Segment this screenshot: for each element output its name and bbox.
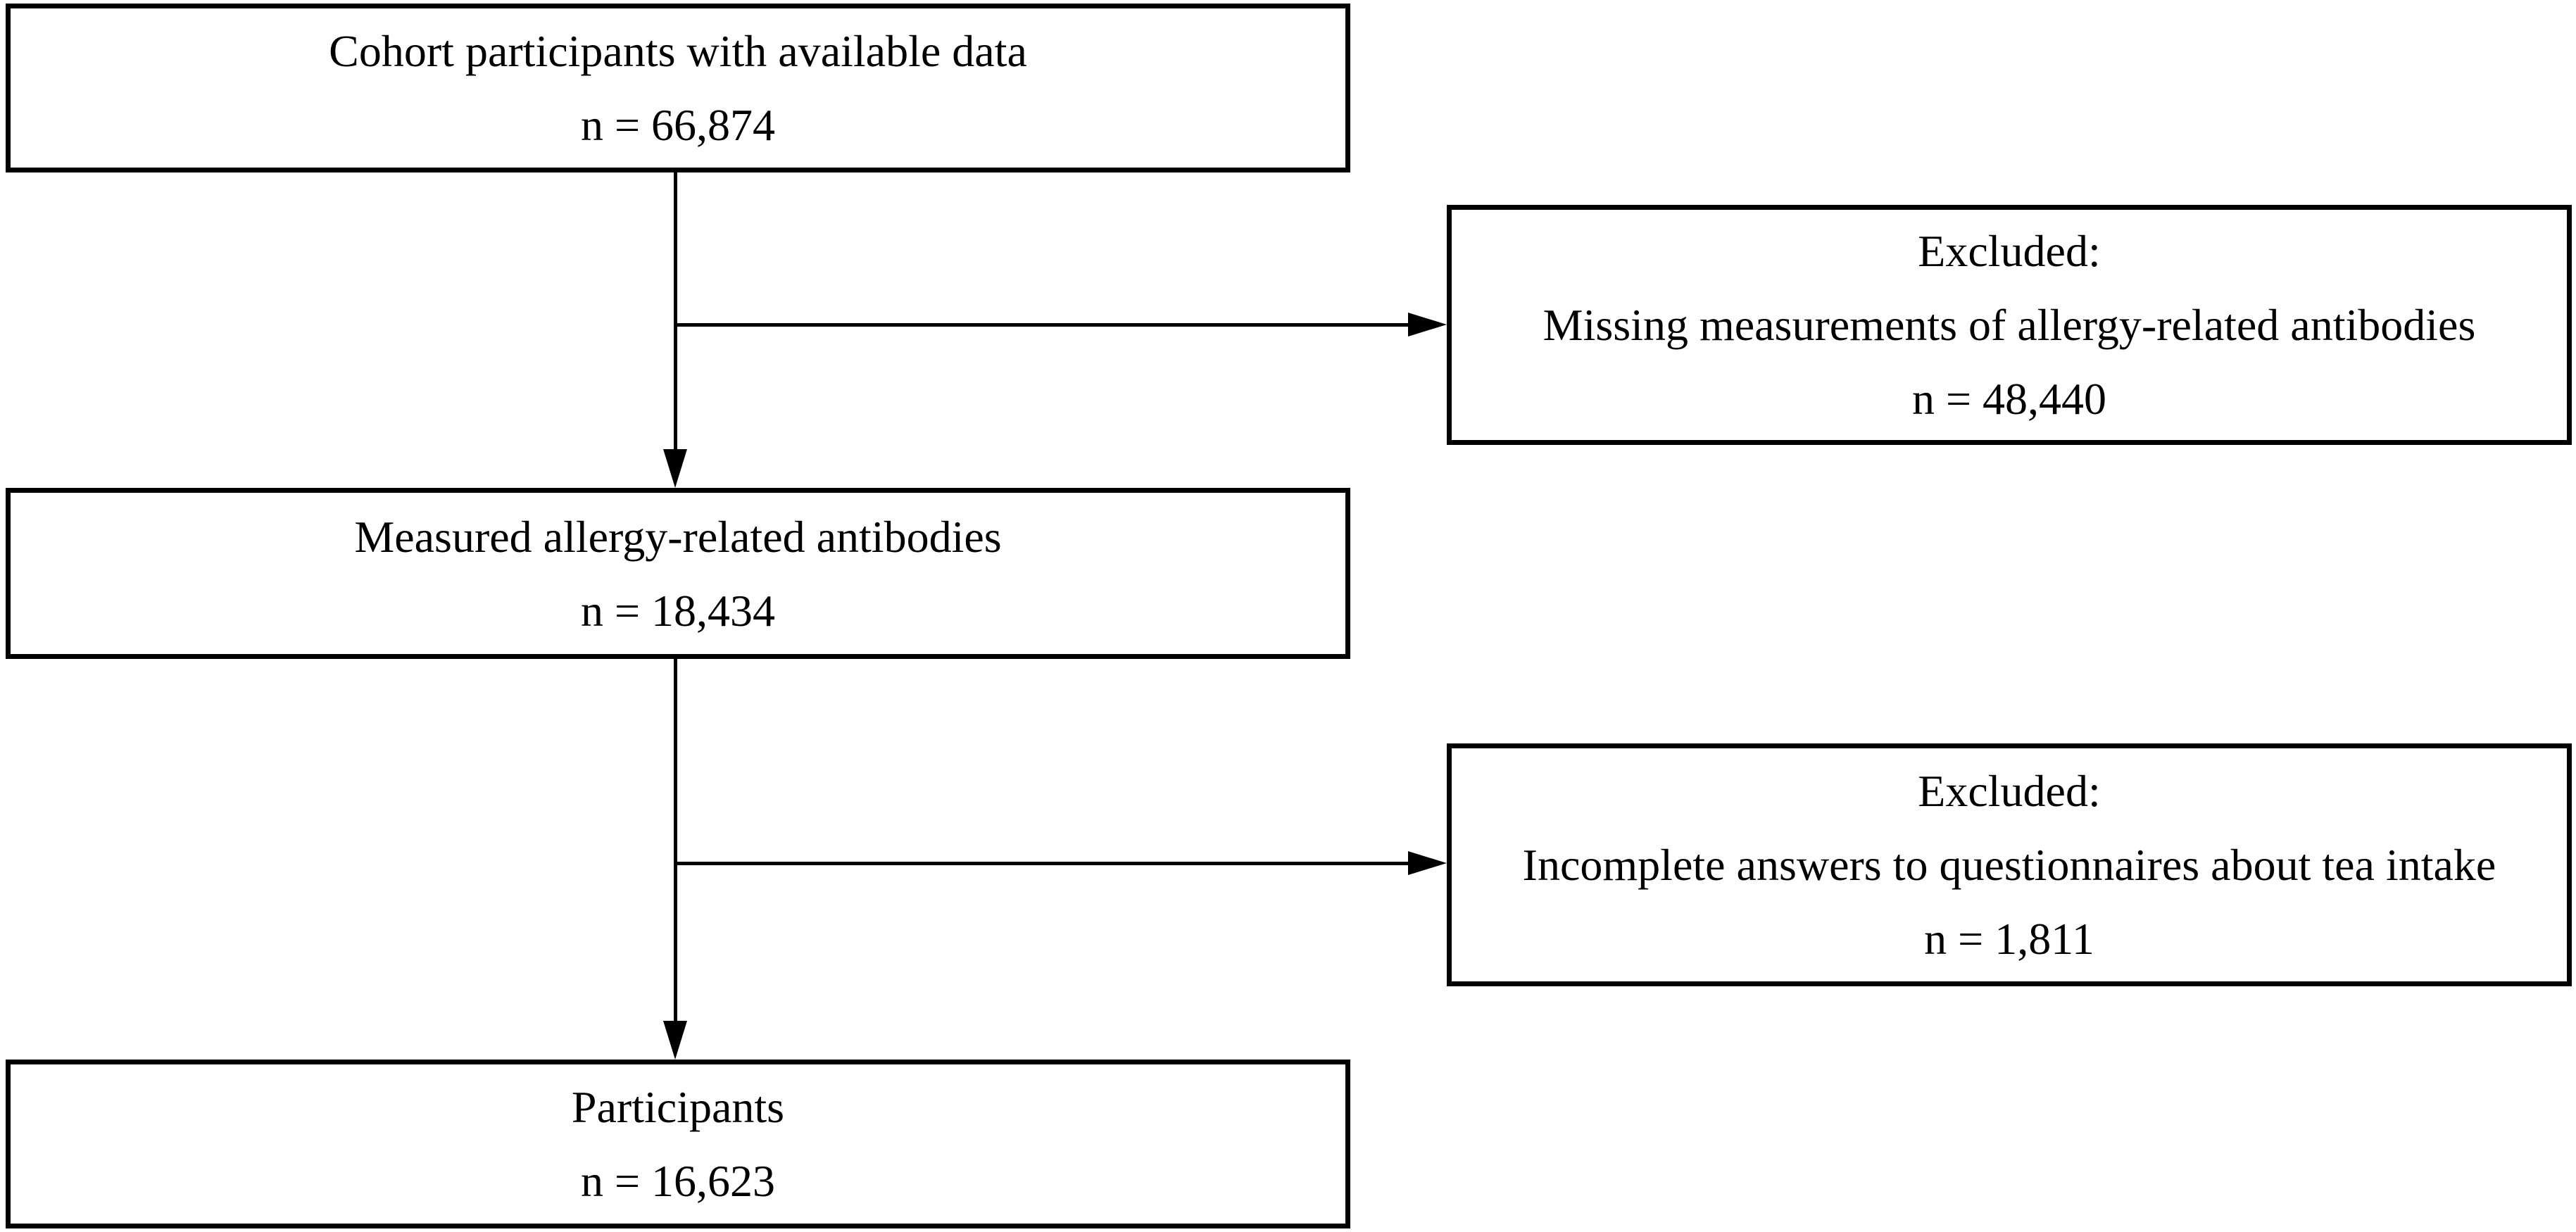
excluded-box-2-reason: Incomplete answers to questionnaires abo… — [1522, 840, 2496, 890]
cohort-box: Cohort participants with available data … — [6, 4, 1350, 172]
measured-box-count: n = 18,434 — [580, 585, 776, 636]
arrowhead-down-icon — [663, 449, 687, 488]
excluded-box-1-reason: Missing measurements of allergy-related … — [1543, 300, 2476, 350]
excluded-box-1: Excluded: Missing measurements of allerg… — [1447, 205, 2572, 445]
excluded-box-2: Excluded: Incomplete answers to question… — [1447, 743, 2572, 986]
excluded-box-1-header: Excluded: — [1918, 226, 2101, 276]
arrowhead-right-icon — [1408, 313, 1447, 337]
cohort-box-title: Cohort participants with available data — [329, 26, 1027, 76]
measured-box: Measured allergy-related antibodies n = … — [6, 488, 1350, 659]
participants-box: Participants n = 16,623 — [6, 1060, 1350, 1228]
measured-box-title: Measured allergy-related antibodies — [354, 511, 1002, 562]
cohort-box-count: n = 66,874 — [580, 100, 776, 150]
excluded-box-2-header: Excluded: — [1918, 766, 2101, 816]
connector-line-to-excluded-2 — [675, 862, 1408, 865]
arrowhead-down-icon — [663, 1021, 687, 1060]
connector-line-measured-to-participants — [674, 659, 677, 1021]
participants-box-title: Participants — [571, 1082, 785, 1132]
participants-box-count: n = 16,623 — [580, 1156, 776, 1206]
excluded-box-2-count: n = 1,811 — [1924, 914, 2094, 964]
connector-line-to-excluded-1 — [675, 323, 1408, 327]
arrowhead-right-icon — [1408, 851, 1447, 875]
connector-line-cohort-to-measured — [674, 172, 677, 451]
excluded-box-1-count: n = 48,440 — [1911, 374, 2107, 424]
